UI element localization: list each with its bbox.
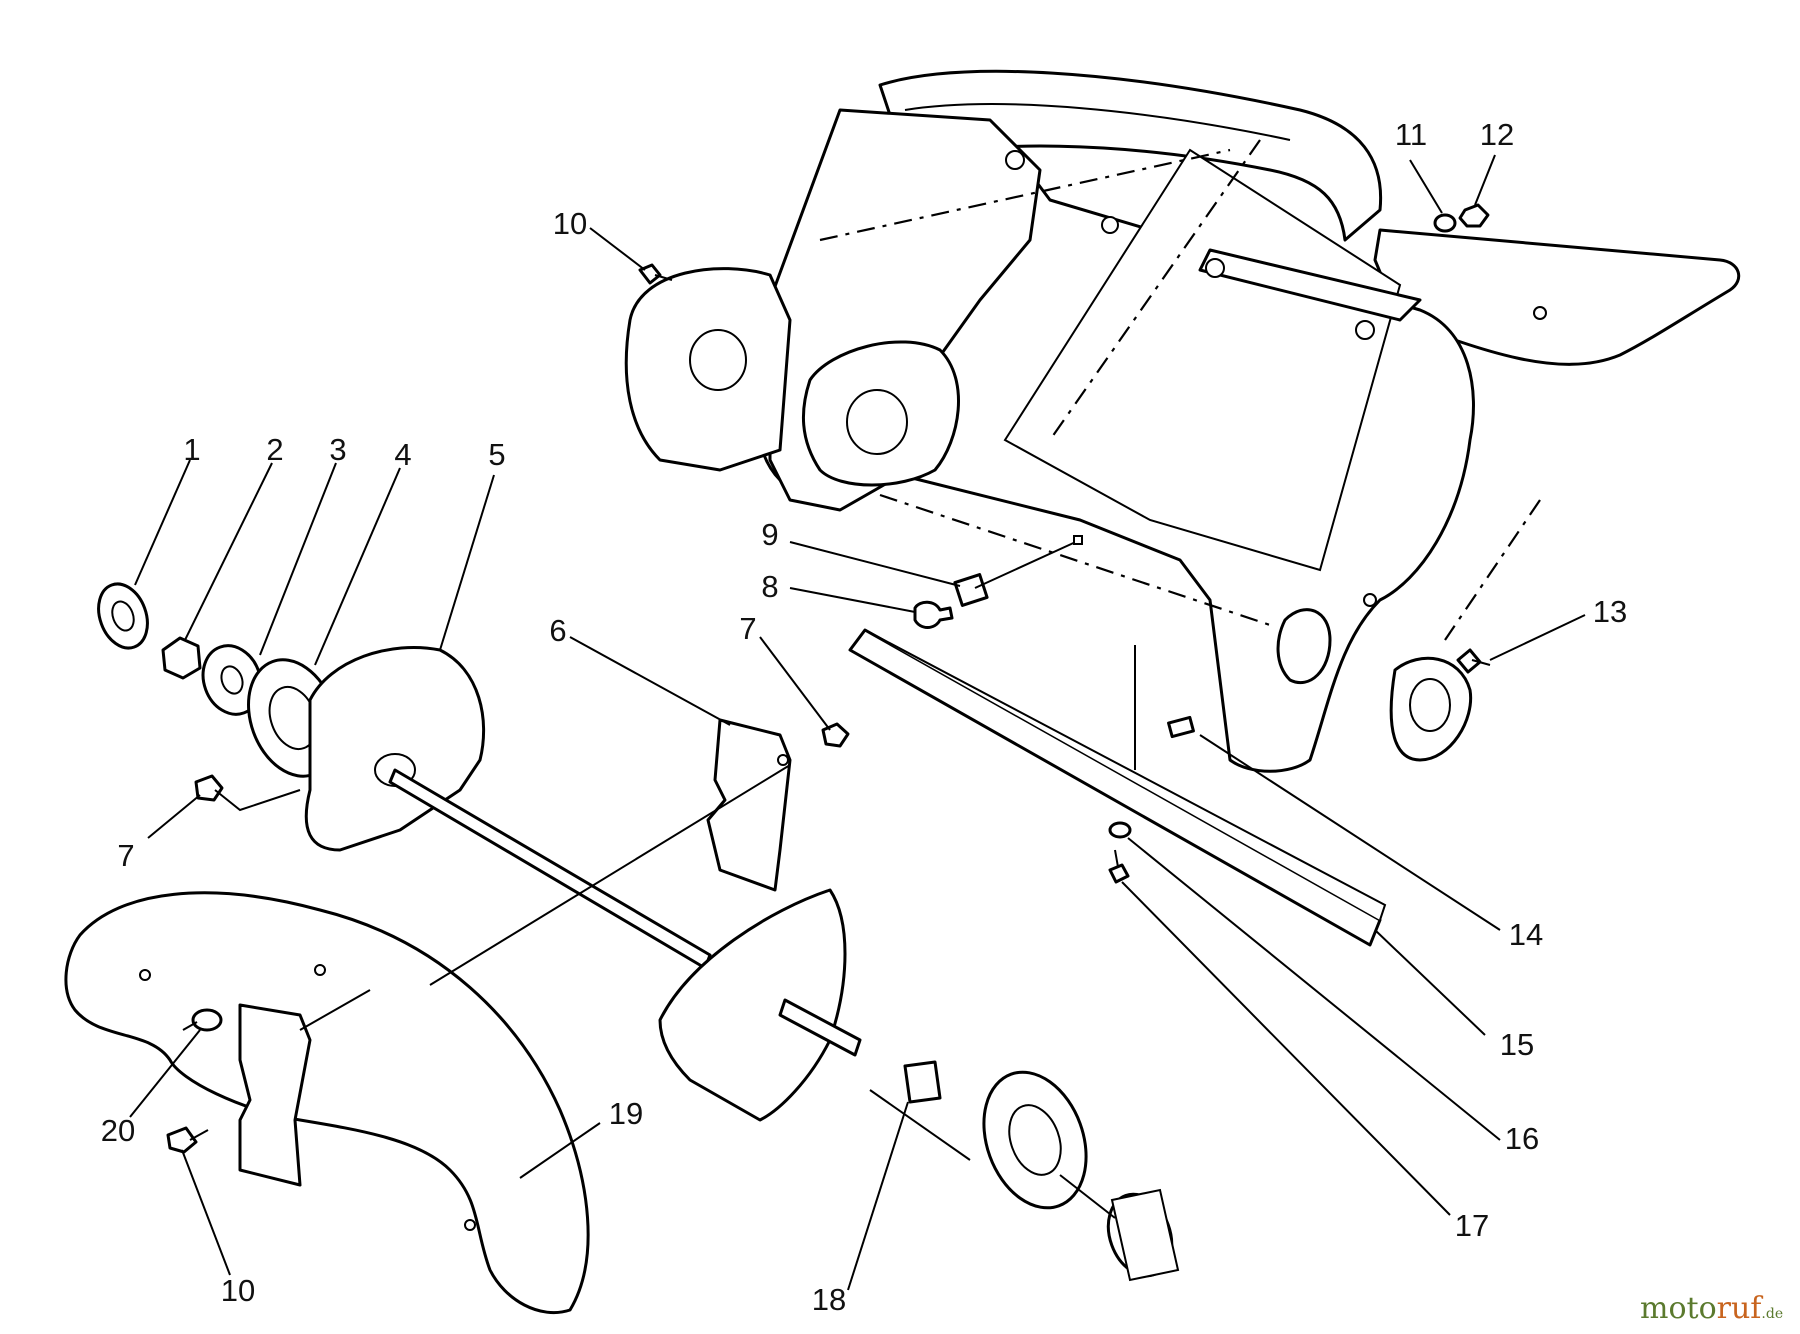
plate-14-washer-16-bolt-17 [1108, 715, 1195, 884]
watermark-part1: moto [1640, 1291, 1717, 1326]
auger-housing [624, 69, 1741, 773]
callout-18: 18 [812, 1282, 846, 1317]
callout-3: 3 [329, 432, 346, 467]
callout-8: 8 [761, 569, 778, 604]
callout-11: 11 [1395, 117, 1427, 152]
bolt-13 [1456, 648, 1491, 674]
auger-shaft-assembly [64, 582, 1180, 1315]
callout-14: 14 [1509, 917, 1543, 952]
watermark-part2: ruf [1717, 1291, 1764, 1326]
callout-16: 16 [1505, 1121, 1539, 1156]
watermark-suffix: .de [1761, 1306, 1783, 1322]
callout-17: 17 [1455, 1208, 1489, 1243]
callout-19: 19 [609, 1096, 643, 1131]
callout-7-left: 7 [117, 838, 134, 873]
callout-7-mid: 7 [739, 611, 756, 646]
callout-2: 2 [266, 432, 283, 467]
scraper-bar [848, 628, 1387, 947]
watermark-logo: motoruf.de [1640, 1291, 1783, 1326]
callout-12: 12 [1480, 117, 1514, 152]
callout-13: 13 [1593, 594, 1627, 629]
callout-10-bottom: 10 [221, 1273, 255, 1308]
callout-10-top: 10 [553, 206, 587, 241]
callout-1: 1 [183, 432, 200, 467]
callout-15: 15 [1500, 1027, 1534, 1062]
leader-lines [129, 154, 1586, 1291]
carriage-bolt-and-plate [913, 535, 1083, 629]
callout-6: 6 [549, 613, 566, 648]
callout-labels: 1 2 3 4 5 6 7 7 8 9 10 10 11 12 13 14 15… [101, 117, 1627, 1317]
callout-20: 20 [101, 1113, 135, 1148]
callout-9: 9 [761, 517, 778, 552]
callout-4: 4 [394, 437, 411, 472]
nut-washer-11-12 [1433, 203, 1490, 233]
callout-5: 5 [488, 437, 505, 472]
